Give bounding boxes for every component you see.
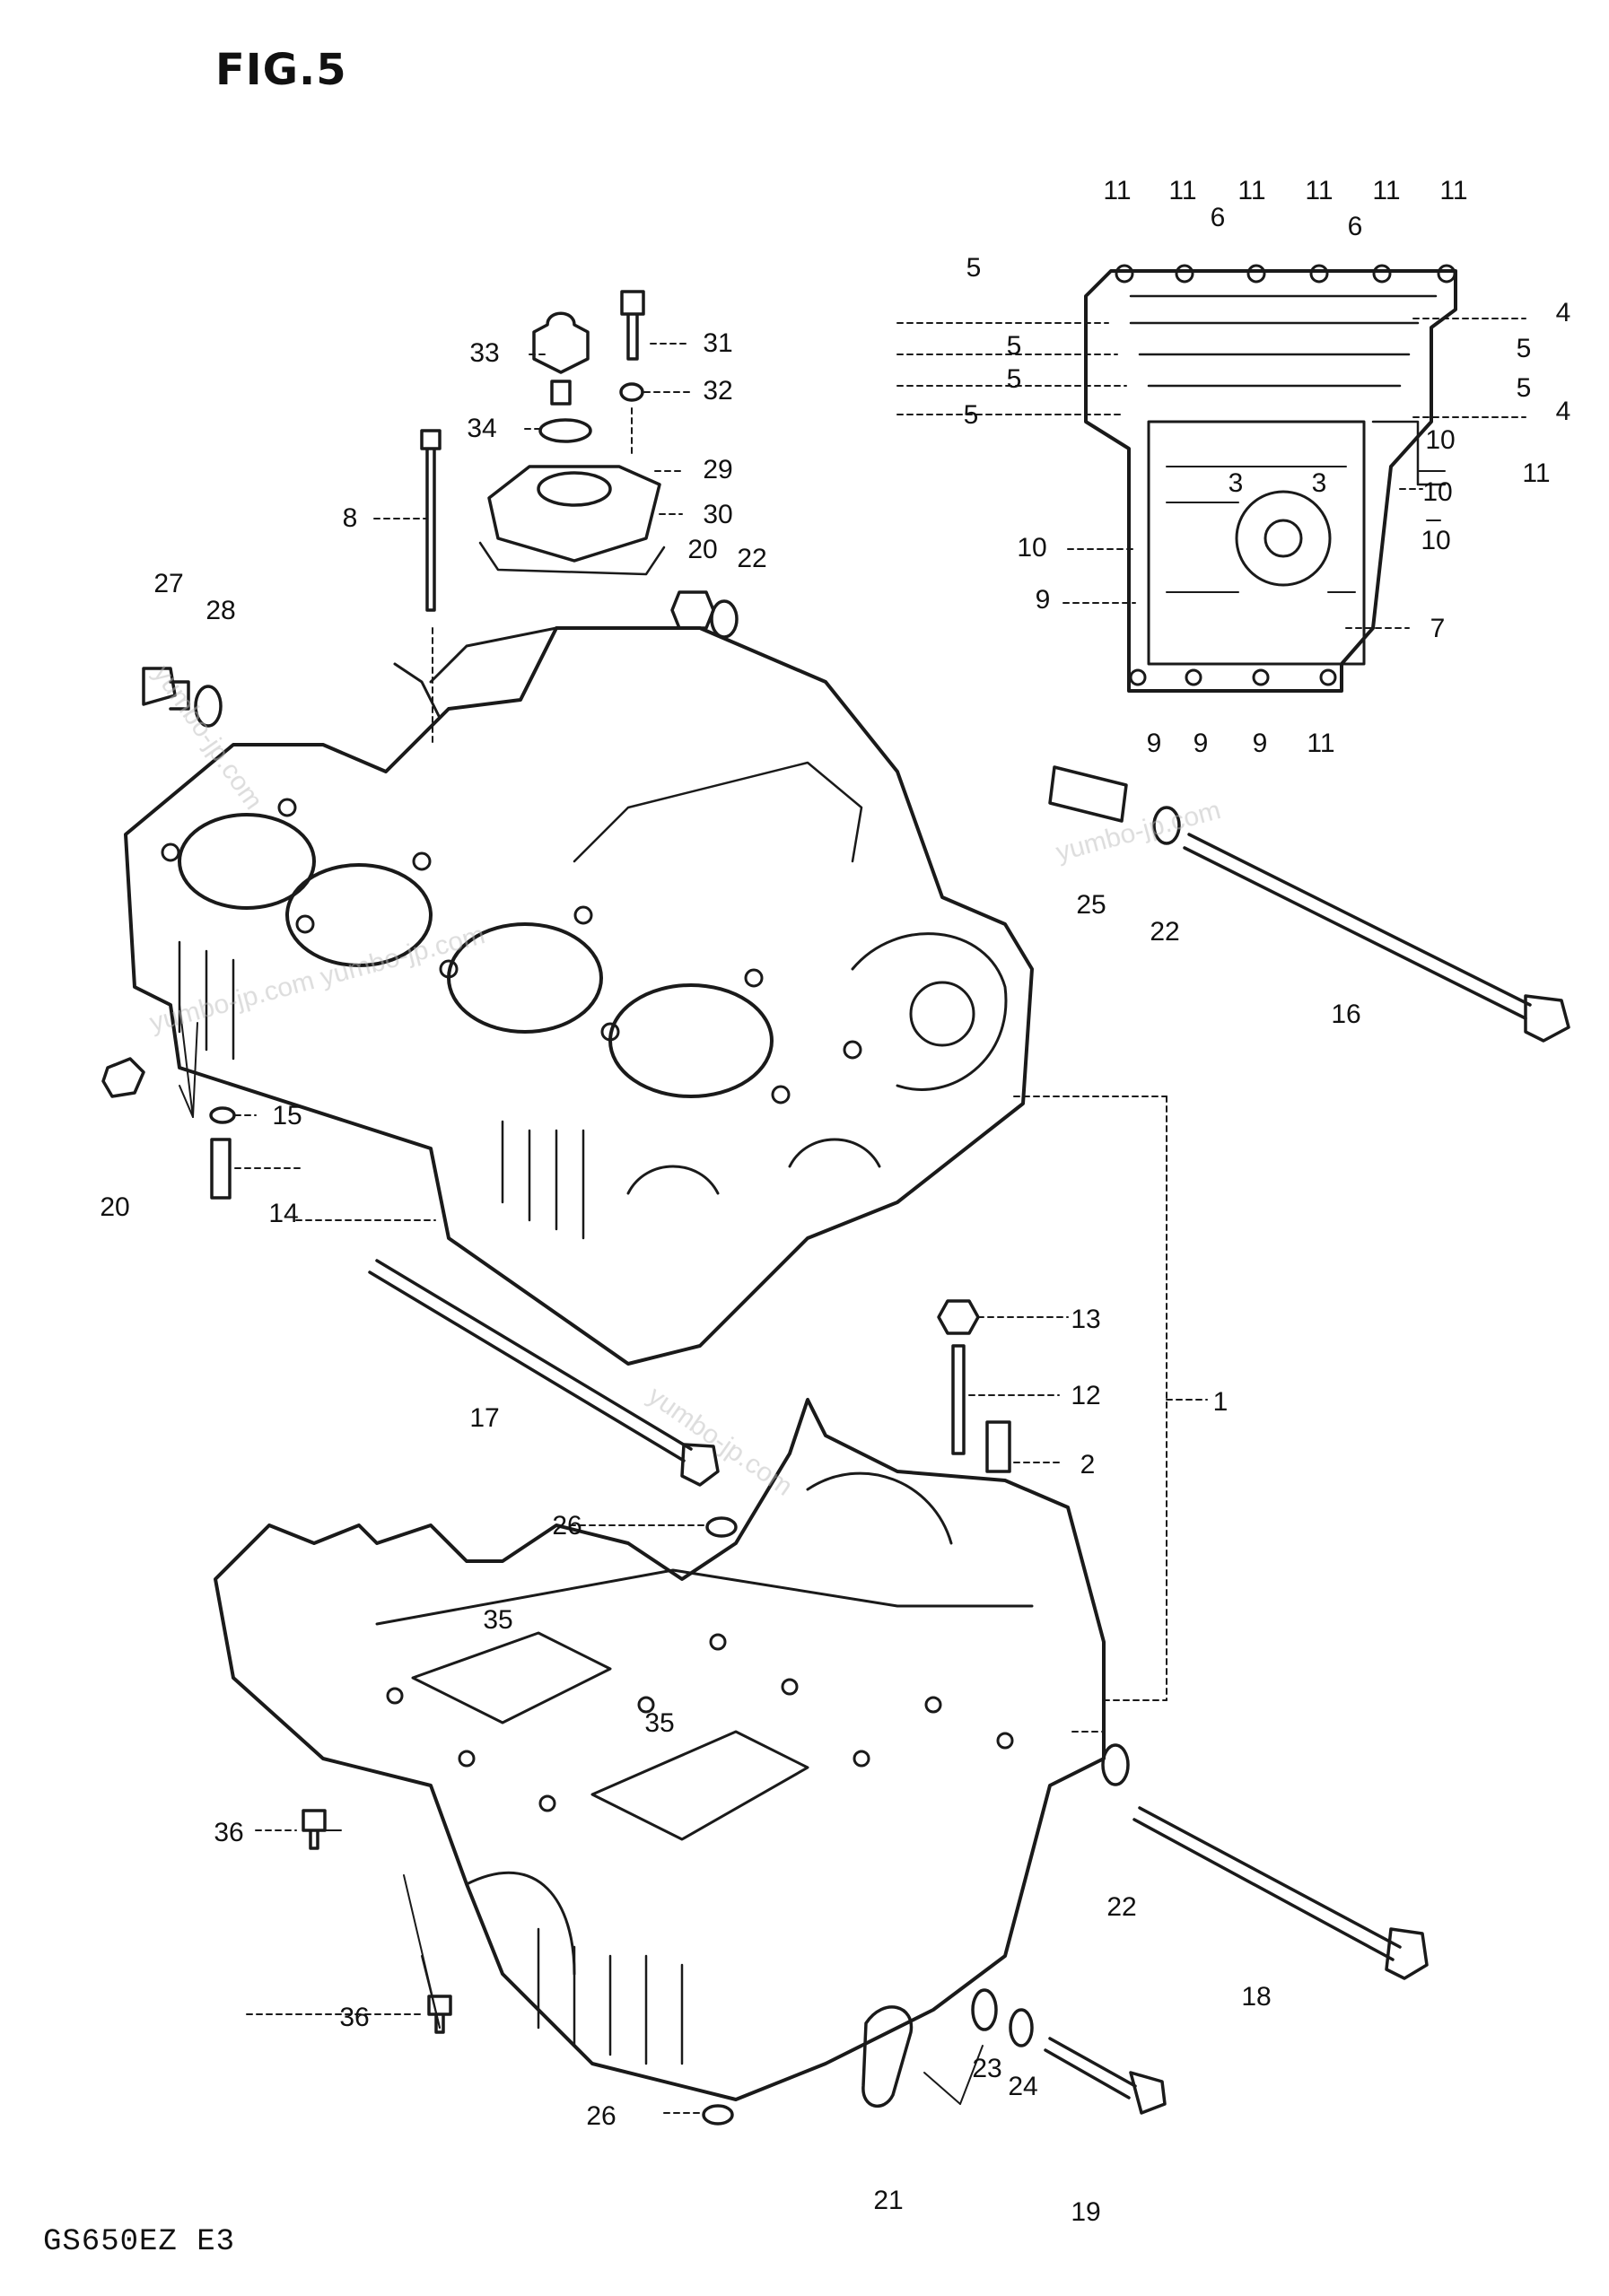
callout-26: 26	[552, 1511, 582, 1541]
callout-18: 18	[1241, 1982, 1271, 2012]
callout-20: 20	[100, 1192, 129, 1222]
lower-crankcase-illustration	[214, 1398, 1106, 2101]
callout-9: 9	[1253, 729, 1268, 758]
callout-15: 15	[272, 1101, 302, 1131]
callout-11: 11	[1237, 176, 1265, 205]
callout-20: 20	[687, 535, 717, 564]
callout-11: 11	[1372, 176, 1400, 205]
callout-5: 5	[1007, 364, 1022, 394]
callout-9: 9	[1194, 729, 1209, 758]
callout-31: 31	[703, 328, 732, 358]
callout-3: 3	[1229, 468, 1244, 498]
callout-10: 10	[1421, 526, 1450, 555]
callout-9: 9	[1147, 729, 1162, 758]
callout-10: 10	[1425, 425, 1455, 455]
callout-5: 5	[1007, 331, 1022, 361]
callout-11: 11	[1168, 176, 1196, 205]
callout-4: 4	[1556, 397, 1571, 426]
watermark: yumbo-jp.com yumbo-jp.com yumbo-jp.com y…	[146, 659, 1224, 1502]
callout-4: 4	[1556, 298, 1571, 327]
callout-11: 11	[1439, 176, 1467, 205]
callout-13: 13	[1071, 1305, 1100, 1334]
callout-34: 34	[467, 414, 496, 443]
hardware-parts	[101, 290, 1570, 2126]
callout-11: 11	[1305, 176, 1333, 205]
callout-36: 36	[339, 2003, 369, 2032]
callout-6: 6	[1211, 203, 1226, 232]
callout-30: 30	[703, 500, 732, 529]
oil-pan-illustration	[1084, 264, 1457, 693]
leader-lines-solid	[179, 470, 1446, 2105]
callout-12: 12	[1071, 1381, 1100, 1410]
callout-24: 24	[1008, 2072, 1037, 2101]
callout-25: 25	[1076, 890, 1106, 920]
callout-16: 16	[1331, 1000, 1360, 1029]
callout-36: 36	[214, 1818, 243, 1847]
callout-11: 11	[1522, 458, 1550, 488]
callout-9: 9	[1036, 585, 1051, 615]
callout-2: 2	[1080, 1450, 1096, 1480]
callout-27: 27	[153, 569, 183, 598]
callout-7: 7	[1430, 614, 1446, 643]
callout-5: 5	[966, 253, 982, 283]
callout-29: 29	[703, 455, 732, 485]
callout-33: 33	[469, 338, 499, 368]
callout-8: 8	[343, 503, 358, 533]
callout-14: 14	[268, 1199, 298, 1228]
callout-19: 19	[1071, 2197, 1100, 2227]
callout-5: 5	[964, 400, 979, 430]
callout-10: 10	[1422, 477, 1452, 507]
callout-3: 3	[1312, 468, 1327, 498]
callout-28: 28	[205, 596, 235, 625]
callout-35: 35	[483, 1605, 512, 1635]
svg-text:yumbo-jp.com: yumbo-jp.com	[1053, 795, 1224, 868]
callout-5: 5	[1517, 334, 1532, 363]
callout-23: 23	[972, 2054, 1001, 2083]
callout-22: 22	[1150, 917, 1179, 947]
callout-35: 35	[644, 1708, 674, 1738]
callout-22: 22	[737, 544, 766, 573]
model-code: GS650EZ E3	[43, 2225, 236, 2259]
callout-26: 26	[586, 2101, 616, 2131]
callout-32: 32	[703, 376, 732, 406]
callout-11: 11	[1103, 176, 1131, 205]
svg-text:yumbo-jp.com: yumbo-jp.com	[147, 659, 268, 815]
svg-text:yumbo-jp.com: yumbo-jp.com	[643, 1381, 798, 1502]
svg-text:yumbo-jp.com yumbo-jp.com: yumbo-jp.com yumbo-jp.com	[146, 920, 488, 1038]
callout-10: 10	[1017, 533, 1046, 563]
callout-5: 5	[1517, 373, 1532, 403]
callout-11: 11	[1307, 729, 1334, 758]
callout-22: 22	[1106, 1892, 1136, 1922]
callout-6: 6	[1348, 212, 1363, 241]
callout-21: 21	[873, 2186, 903, 2215]
figure-title: FIG.5	[215, 45, 347, 95]
leader-lines	[234, 318, 1526, 2114]
upper-crankcase-illustration	[124, 626, 1034, 1366]
callout-1: 1	[1213, 1387, 1229, 1417]
callout-17: 17	[469, 1403, 499, 1433]
